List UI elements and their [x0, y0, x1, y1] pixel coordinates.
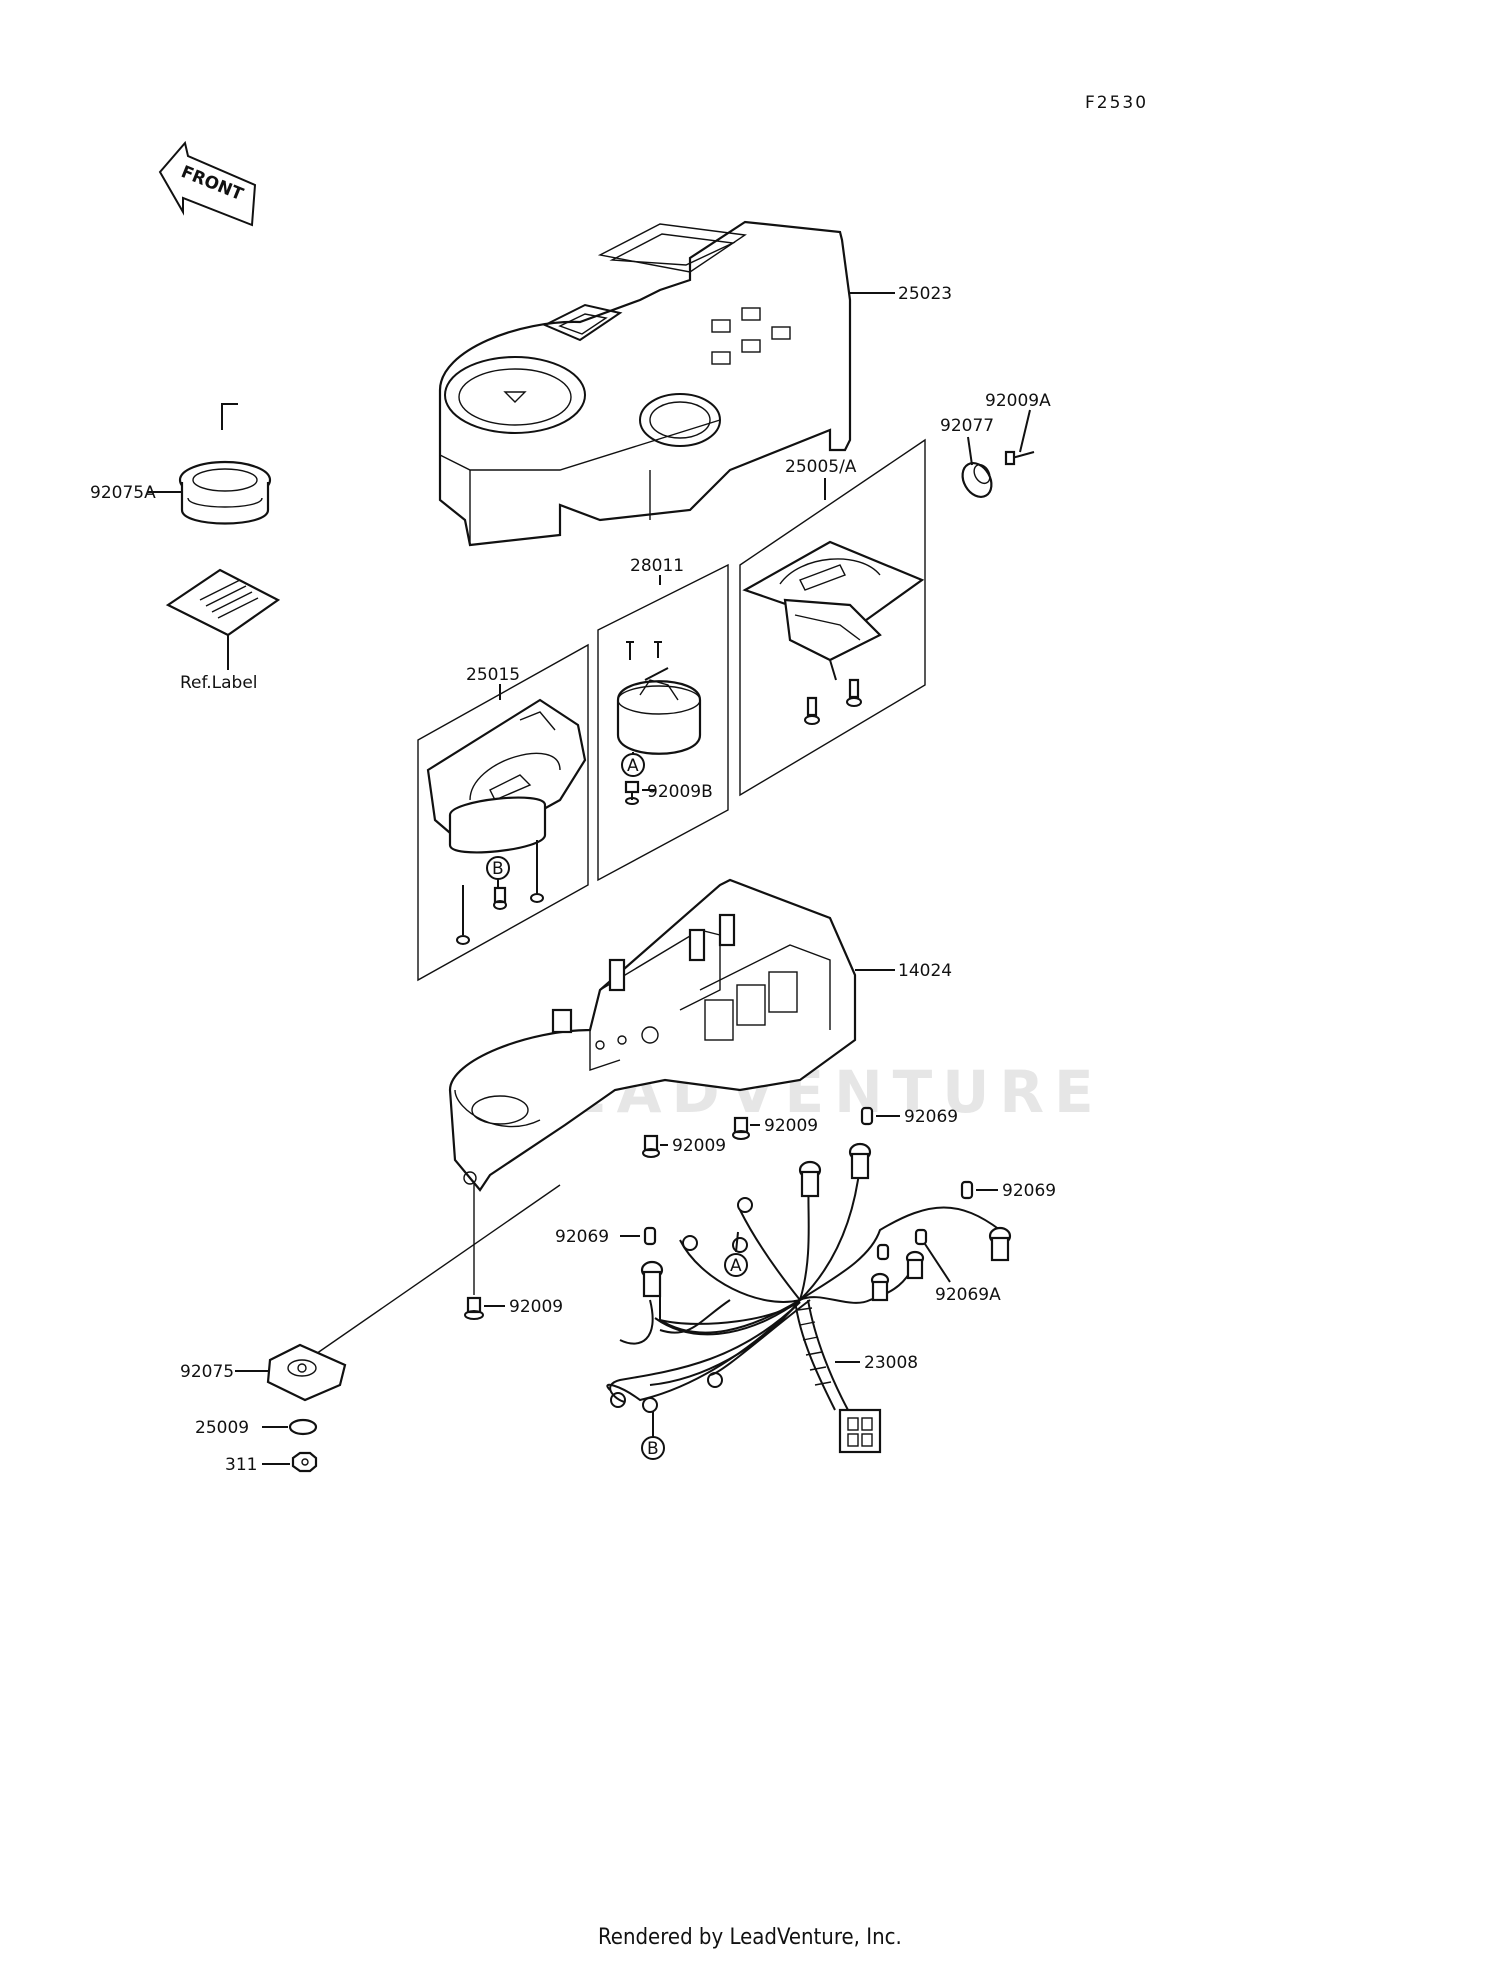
part-28011-gauge [597, 563, 729, 882]
marker-A-lower: A [730, 1256, 742, 1276]
front-label: FRONT [178, 162, 246, 205]
callout-92075: 92075 [180, 1362, 234, 1382]
marker-A-upper: A [627, 756, 639, 776]
callout-92009A: 92009A [985, 391, 1051, 411]
callout-14024: 14024 [898, 961, 952, 981]
part-92009-screw-c [464, 1296, 484, 1320]
part-25009-washer [288, 1418, 318, 1436]
part-25005A-tachometer [739, 438, 926, 797]
callout-25009: 25009 [195, 1418, 249, 1438]
part-25015-speedometer [417, 643, 589, 982]
callout-ref-label: Ref.Label [180, 673, 258, 693]
callout-23008: 23008 [864, 1353, 918, 1373]
part-25023-meter-cover [438, 220, 852, 547]
marker-B-upper: B [492, 859, 504, 879]
callout-92069-c: 92069 [555, 1227, 609, 1247]
part-92009-screw-a [642, 1134, 660, 1158]
diagram-code: F2530 [1085, 93, 1148, 113]
part-23008-wire-harness [606, 1142, 1012, 1454]
callout-25015: 25015 [466, 665, 520, 685]
callout-92075A: 92075A [90, 483, 156, 503]
part-14024-meter-case [448, 878, 857, 1192]
part-ref-label [165, 568, 281, 637]
callout-92009-a: 92009 [672, 1136, 726, 1156]
callout-25023: 25023 [898, 284, 952, 304]
callout-28011: 28011 [630, 556, 684, 576]
part-92069-bulb-c [643, 1226, 657, 1246]
callout-25005A: 25005/A [785, 457, 857, 477]
part-92077-knob [961, 462, 993, 498]
part-92075-damper [266, 1343, 347, 1402]
callout-92009B: 92009B [647, 782, 713, 802]
part-92009-screw-b [732, 1116, 750, 1140]
part-92069-bulb-b [960, 1180, 974, 1200]
part-92069-bulb-a [860, 1106, 874, 1126]
callout-92077: 92077 [940, 416, 994, 436]
marker-B-lower: B [647, 1439, 659, 1459]
front-arrow-icon: FRONT [158, 140, 257, 227]
callout-92069-b: 92069 [1002, 1181, 1056, 1201]
part-92075A-grommet [178, 460, 272, 525]
part-92009B-screw [624, 780, 640, 805]
part-92009A-screw [1004, 450, 1035, 466]
callout-92009-b: 92009 [764, 1116, 818, 1136]
callout-92069A: 92069A [935, 1285, 1001, 1305]
callout-311: 311 [225, 1455, 257, 1475]
footer-credit: Rendered by LeadVenture, Inc. [598, 1925, 902, 1950]
callout-92069-a: 92069 [904, 1107, 958, 1127]
callout-92009-c: 92009 [509, 1297, 563, 1317]
part-311-nut [291, 1451, 318, 1473]
